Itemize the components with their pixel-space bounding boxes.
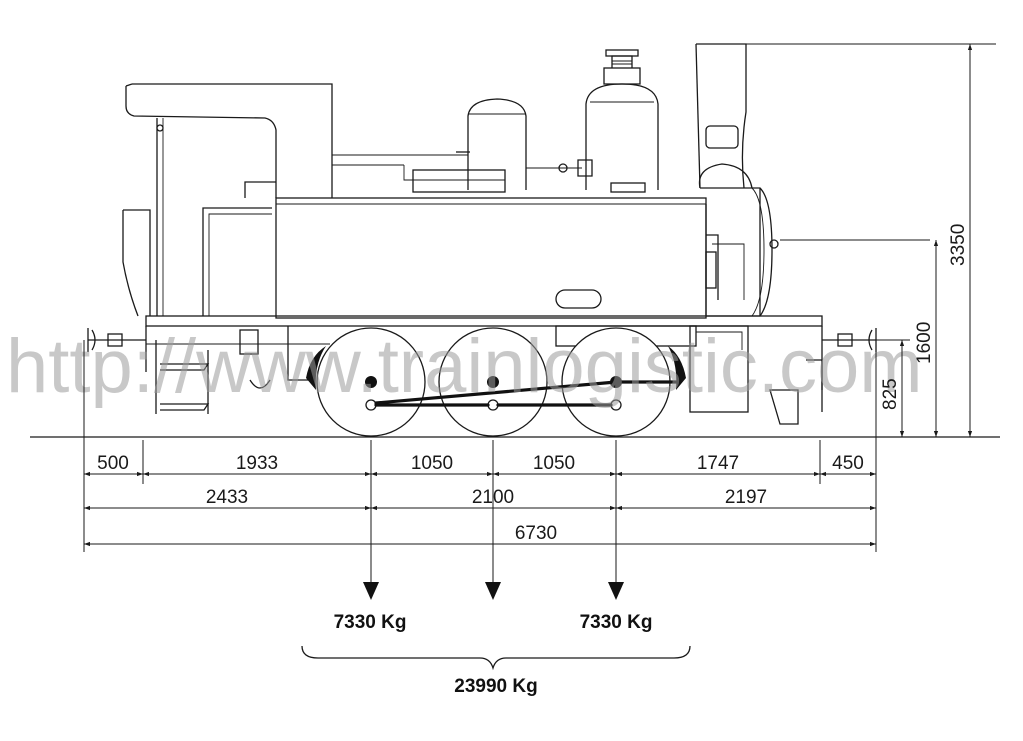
horizontal-dimensions: 500 1933 1050 1050 1747 450 2433 2100 21… [83,340,877,552]
dim-1050-a: 1050 [411,453,453,474]
watermark: http://www.trainlogistic.com [6,324,923,409]
dim-1050-b: 1050 [533,453,575,474]
dim-1933: 1933 [236,453,278,474]
total-brace [301,645,691,671]
dim-6730: 6730 [515,523,557,544]
dim-height-3350: 3350 [948,224,969,266]
dim-2197: 2197 [725,487,767,508]
locomotive-outline [30,43,1000,438]
dim-500: 500 [97,453,129,474]
dim-450: 450 [832,453,864,474]
dim-1747: 1747 [697,453,739,474]
total-weight: 23990 Kg [454,676,537,697]
dim-height-825: 825 [880,378,901,410]
load-rear-axle: 7330 Kg [334,612,407,633]
axle-loads: 7330 Kg 7330 Kg 23990 Kg [301,520,691,697]
vertical-dimensions: 825 1600 3350 [746,43,996,437]
wheel-middle [438,327,548,437]
wheel-rear [316,327,426,437]
dim-height-1600: 1600 [914,322,935,364]
load-front-axle: 7330 Kg [580,612,653,633]
dim-2433: 2433 [206,487,248,508]
dim-2100: 2100 [472,487,514,508]
